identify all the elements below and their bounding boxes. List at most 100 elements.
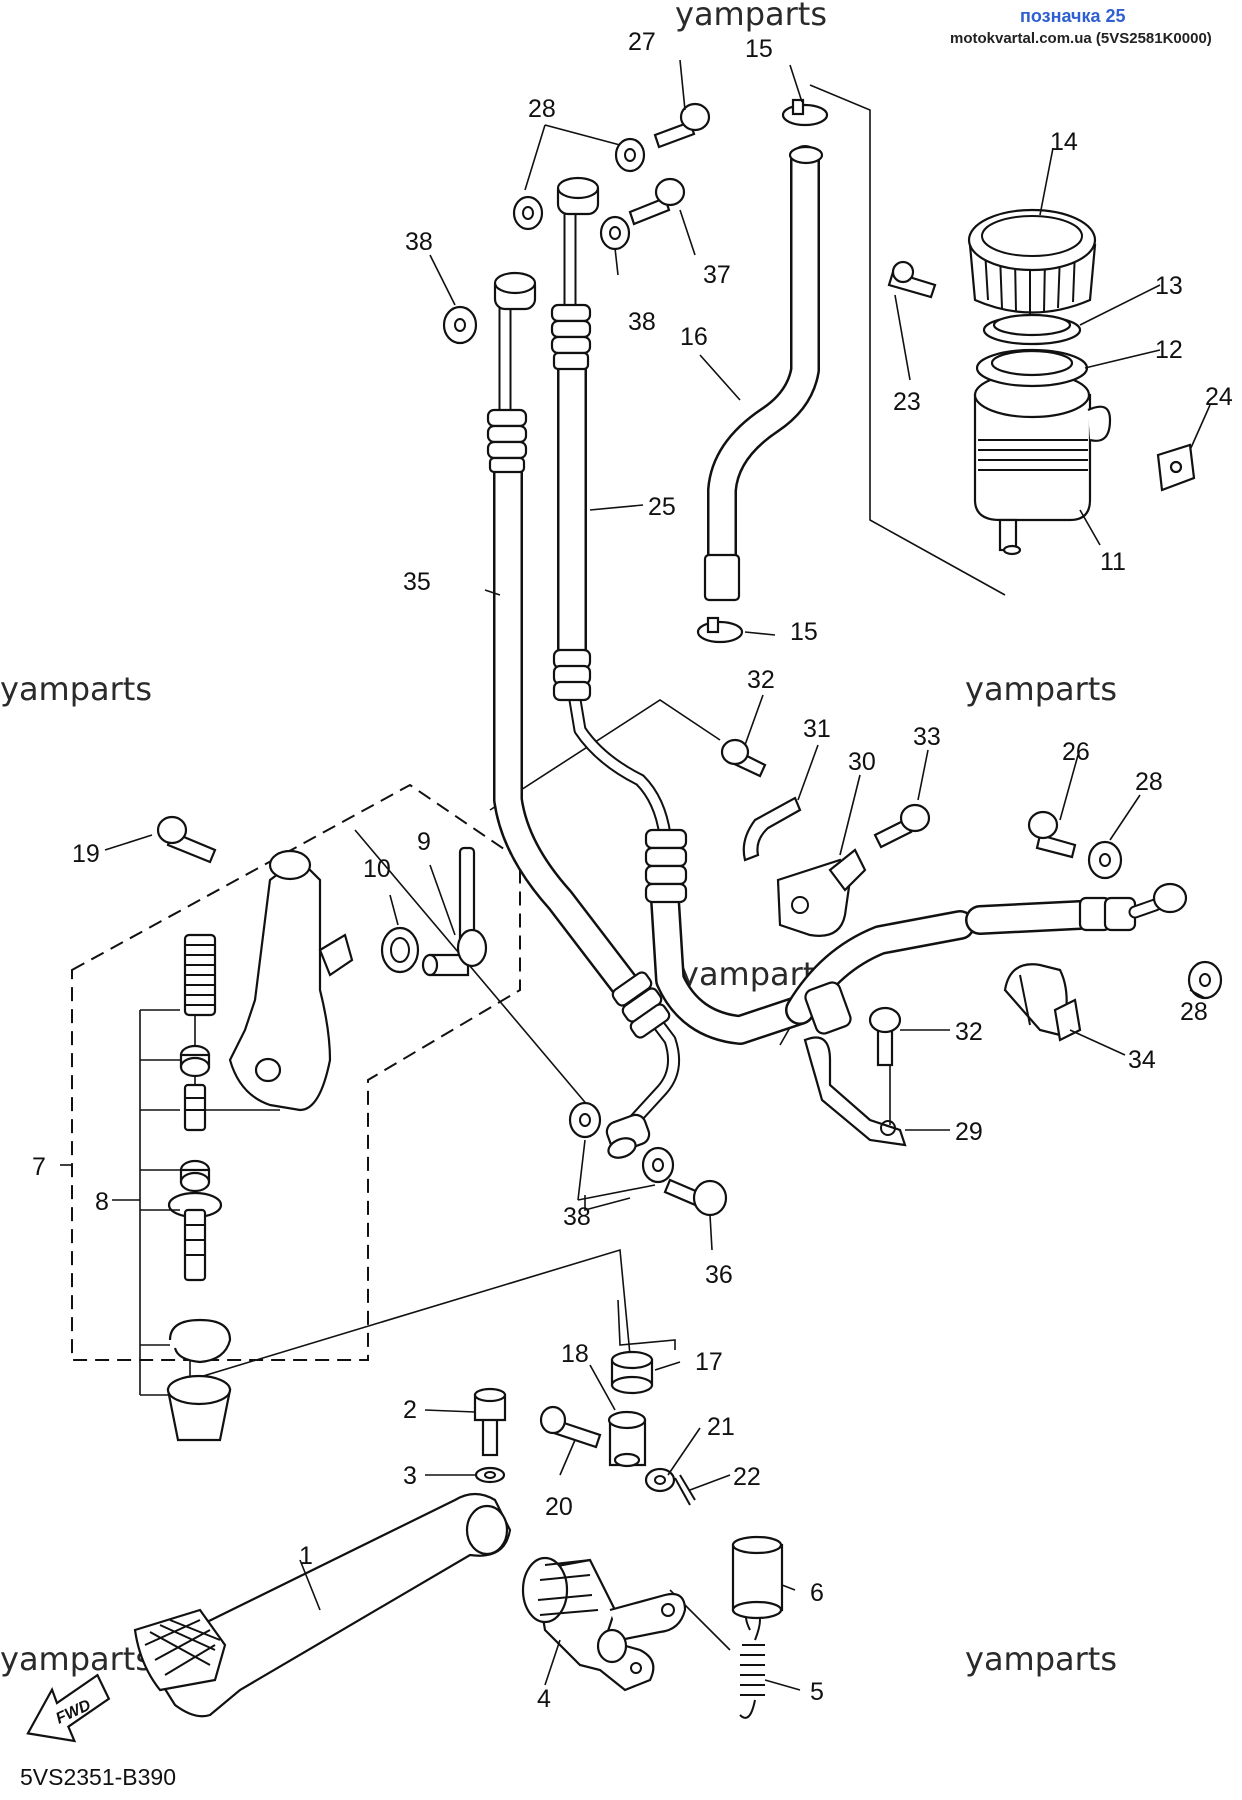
part-label-18: 18 [561, 1340, 589, 1368]
bracket-30 [776, 848, 867, 937]
watermark: yamparts [0, 670, 152, 708]
part-label-9: 9 [417, 828, 431, 856]
part-label-19: 19 [72, 840, 100, 868]
piston-kit-8 [166, 933, 232, 1442]
fwd-arrow-icon: FWD [26, 1673, 111, 1743]
pin-20 [539, 1405, 602, 1449]
part-label-7: 7 [32, 1153, 46, 1181]
washer-21 [644, 1467, 676, 1493]
part-label-15-upper: 15 [745, 35, 773, 63]
washer-28-right-1 [1087, 840, 1123, 880]
bolt-27 [653, 102, 711, 149]
reservoir-hose-16 [703, 145, 824, 602]
reservoir-plate-12 [975, 348, 1089, 388]
bolt-23 [887, 260, 937, 299]
clamp-31 [742, 796, 802, 862]
clamp-34 [1003, 963, 1082, 1042]
reference-lines [189, 84, 1006, 1651]
part-labels: 1 2 3 4 5 6 7 8 9 10 11 12 13 14 15 15 1… [32, 28, 1233, 1713]
part-label-36: 36 [705, 1261, 733, 1289]
watermark: yamparts [675, 0, 827, 33]
part-label-37: 37 [703, 261, 731, 289]
union-bolt-36 [663, 1178, 728, 1217]
washer-28-top-right [614, 137, 646, 173]
fitting-9 [421, 846, 488, 977]
piston-kit-leader [139, 1009, 180, 1396]
collar-17 [610, 1350, 654, 1395]
reservoir-cap-14 [967, 208, 1097, 314]
bolt-32-upper [720, 738, 767, 778]
part-label-21: 21 [707, 1413, 735, 1441]
part-label-28-right: 28 [1135, 768, 1163, 796]
part-label-38-bottom: 38 [563, 1203, 591, 1231]
watermark: yamparts [965, 670, 1117, 708]
part-label-10: 10 [363, 855, 391, 883]
part-label-17: 17 [695, 1348, 723, 1376]
part-label-30: 30 [848, 748, 876, 776]
sleeve-6 [731, 1535, 784, 1620]
part-label-31: 31 [803, 715, 831, 743]
assembly-outline-master-cylinder [71, 783, 521, 1361]
part-label-28-top: 28 [528, 95, 556, 123]
part-label-15-lower: 15 [790, 618, 818, 646]
part-label-23: 23 [893, 388, 921, 416]
master-cylinder-body [228, 849, 354, 1112]
part-label-1: 1 [299, 1542, 313, 1570]
bolt-19 [156, 815, 217, 864]
part-label-3: 3 [403, 1462, 417, 1490]
joint-18 [607, 1410, 647, 1468]
part-label-27: 27 [628, 28, 656, 56]
part-label-8: 8 [95, 1188, 109, 1216]
hose-clip-15-lower [696, 616, 744, 644]
part-label-16: 16 [680, 323, 708, 351]
part-label-22: 22 [733, 1463, 761, 1491]
washer-38-bottom-1 [568, 1101, 602, 1139]
washer-3 [474, 1466, 506, 1484]
brake-hose-upper-right [785, 882, 1188, 1035]
leader-lines [60, 59, 1211, 1691]
part-label-4: 4 [537, 1685, 551, 1713]
part-label-26: 26 [1062, 738, 1090, 766]
bracket-29 [803, 1036, 907, 1147]
bolt-33 [873, 803, 931, 849]
part-label-25: 25 [648, 493, 676, 521]
hose-clip-15-upper [781, 98, 829, 127]
part-label-5: 5 [810, 1678, 824, 1706]
part-label-33: 33 [913, 723, 941, 751]
part-label-20: 20 [545, 1493, 573, 1521]
part-label-14: 14 [1050, 128, 1078, 156]
spring-5 [739, 1608, 765, 1719]
brake-hose-25 [550, 176, 815, 1045]
part-label-24: 24 [1205, 383, 1233, 411]
part-label-29: 29 [955, 1118, 983, 1146]
part-label-2: 2 [403, 1396, 417, 1424]
part-label-38-top: 38 [628, 308, 656, 336]
header-link[interactable]: позначка 25 [1020, 6, 1126, 26]
washer-28-top-left [512, 195, 544, 231]
grommet-10 [380, 926, 420, 974]
part-label-35: 35 [403, 568, 431, 596]
reservoir-diaphragm-13 [982, 313, 1082, 346]
part-label-6: 6 [810, 1579, 824, 1607]
part-label-28-bottom: 28 [1180, 998, 1208, 1026]
part-label-38-left: 38 [405, 228, 433, 256]
bolt-32-lower [868, 1006, 902, 1067]
nut-24 [1156, 443, 1196, 492]
part-label-12: 12 [1155, 336, 1183, 364]
bolt-26 [1027, 810, 1077, 859]
washer-38-top [599, 215, 631, 251]
watermark: yamparts [0, 1640, 152, 1678]
header-source: motokvartal.com.ua (5VS2581K0000) [950, 30, 1212, 47]
brake-pedal-1 [133, 1492, 512, 1718]
part-label-34: 34 [1128, 1046, 1156, 1074]
part-label-32-lower: 32 [955, 1018, 983, 1046]
part-label-11: 11 [1100, 548, 1126, 576]
washer-38-bottom-2 [641, 1146, 675, 1184]
bolt-37 [628, 177, 686, 226]
washer-38-left [442, 305, 478, 345]
diagram-code: 5VS2351-B390 [20, 1764, 176, 1790]
watermark: yamparts [965, 1640, 1117, 1678]
part-label-32-upper: 32 [747, 666, 775, 694]
brake-hose-35 [486, 271, 681, 1159]
